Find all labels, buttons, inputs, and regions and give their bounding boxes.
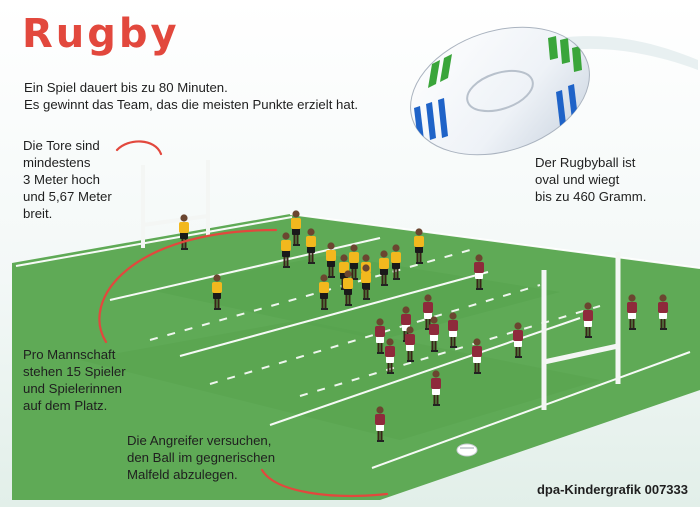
goals-line: mindestens — [23, 155, 91, 170]
player-yellow — [361, 264, 371, 300]
ball-motion-swoosh — [545, 36, 698, 70]
player-yellow — [343, 270, 353, 306]
rugby-ball-illustration — [410, 26, 590, 156]
team-text: Pro Mannschaft stehen 15 Spieler und Spi… — [23, 346, 163, 414]
player-red — [385, 338, 395, 374]
ball-text: Der Rugbyball ist oval und wiegt bis zu … — [535, 154, 685, 205]
credit-text: dpa-Kindergrafik 007333 — [536, 482, 688, 497]
team-line: und Spielerinnen — [23, 381, 122, 396]
pointer-arc-team — [98, 228, 278, 344]
team-line: auf dem Platz. — [23, 398, 108, 413]
field-line — [371, 351, 691, 469]
pointer-arcs — [98, 140, 389, 497]
attack-line: Die Angreifer versuchen, — [127, 433, 272, 448]
intro-line: Es gewinnt das Team, das die meisten Pun… — [24, 97, 359, 112]
ball-on-field — [456, 443, 478, 457]
field-stripe — [150, 255, 560, 340]
player-yellow — [391, 244, 401, 280]
attack-line: den Ball im gegnerischen — [127, 450, 276, 465]
player-yellow — [319, 274, 329, 310]
goals-line: Die Tore sind — [23, 138, 100, 153]
player-red — [405, 326, 415, 362]
player-red — [375, 406, 385, 442]
goals-line: breit. — [23, 206, 53, 221]
player-red — [375, 318, 385, 354]
intro-text: Ein Spiel dauert bis zu 80 Minuten. Es g… — [24, 79, 444, 113]
goal-posts-front — [541, 252, 621, 410]
player-yellow — [326, 242, 336, 278]
goals-text: Die Tore sind mindestens 3 Meter hoch un… — [23, 137, 133, 222]
player-yellow — [291, 210, 301, 246]
player-red — [474, 254, 484, 290]
player-red — [423, 294, 433, 330]
player-red — [448, 312, 458, 348]
pointer-arc-goals — [115, 140, 163, 156]
player-red — [429, 316, 439, 352]
team-line: stehen 15 Spieler — [23, 364, 126, 379]
player-red — [658, 294, 668, 330]
dashed-lines — [149, 249, 601, 397]
ball-line: oval und wiegt — [535, 172, 620, 187]
field-line — [109, 237, 381, 301]
intro-line: Ein Spiel dauert bis zu 80 Minuten. — [24, 80, 228, 95]
player-yellow — [179, 214, 189, 250]
field-lines — [15, 213, 700, 469]
player-yellow — [306, 228, 316, 264]
player-red — [627, 294, 637, 330]
goal-crossbar — [543, 343, 619, 365]
player-yellow — [379, 250, 389, 286]
field-stripe — [80, 320, 600, 440]
field-line — [179, 271, 489, 357]
page-title: Rugby — [22, 11, 180, 57]
player-yellow — [281, 232, 291, 268]
field-line — [15, 216, 293, 267]
goal-crossbar — [142, 214, 209, 227]
player-red — [513, 322, 523, 358]
pointer-arc-attack — [260, 468, 389, 497]
players-layer — [179, 210, 668, 442]
ball-line: Der Rugbyball ist — [535, 155, 636, 170]
field-line — [289, 213, 700, 269]
goals-line: 3 Meter hoch — [23, 172, 100, 187]
dashed-line — [209, 284, 541, 385]
dashed-line — [149, 249, 471, 341]
field-line — [269, 317, 581, 426]
goal-posts-back — [141, 160, 210, 248]
player-yellow — [349, 244, 359, 280]
player-red — [472, 338, 482, 374]
goals-line: und 5,67 Meter — [23, 189, 112, 204]
attack-text: Die Angreifer versuchen, den Ball im geg… — [127, 432, 327, 483]
player-yellow — [212, 274, 222, 310]
player-red — [431, 370, 441, 406]
player-yellow — [414, 228, 424, 264]
attack-line: Malfeld abzulegen. — [127, 467, 238, 482]
team-line: Pro Mannschaft — [23, 347, 116, 362]
ball-line: bis zu 460 Gramm. — [535, 189, 647, 204]
player-red — [583, 302, 593, 338]
